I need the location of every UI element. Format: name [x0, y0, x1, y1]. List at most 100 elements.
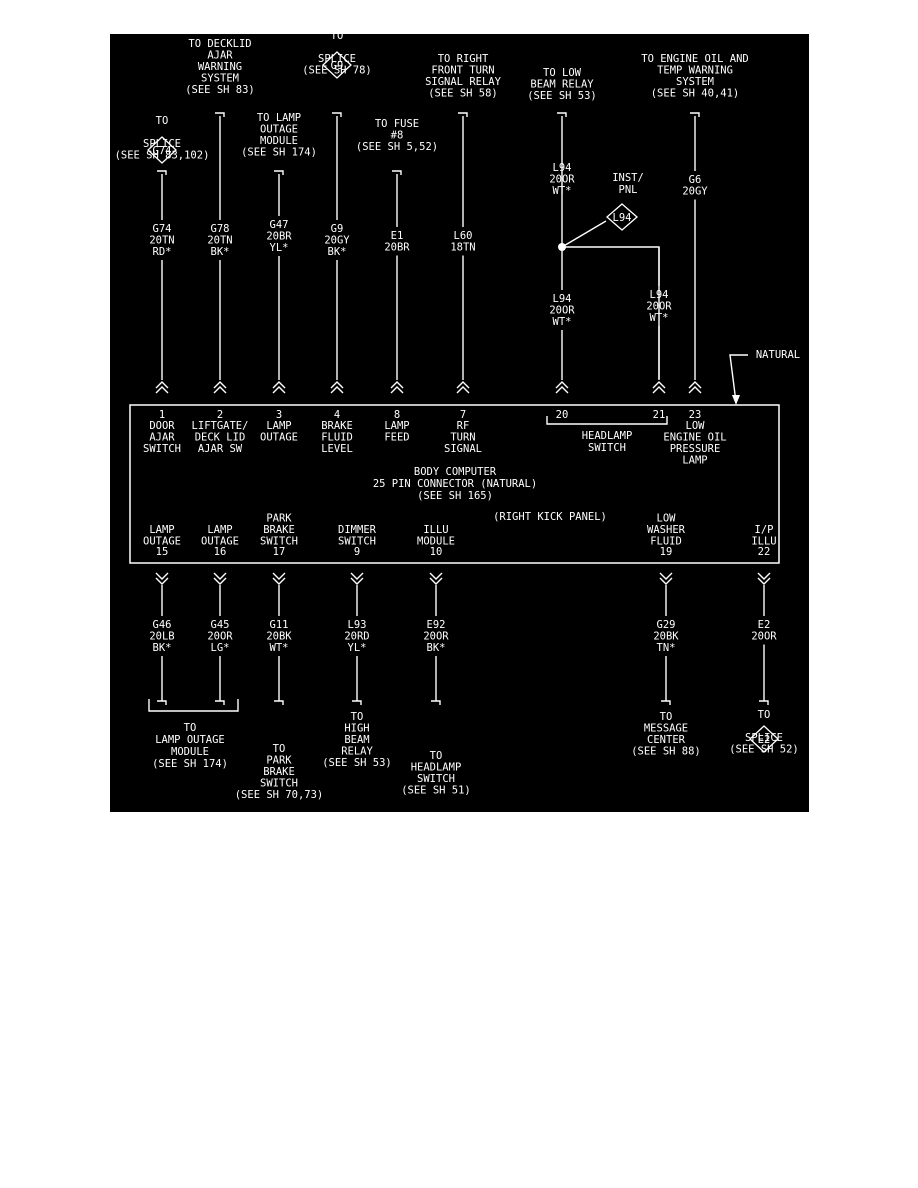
- pin-7-wire-label-2: 18TN: [450, 242, 475, 254]
- pin-9-number: 9: [354, 546, 360, 558]
- pin-3-hook: [274, 170, 284, 175]
- pin-21-chevron-b: [652, 386, 666, 394]
- pin-1-dest-4: (SEE SH 83,102): [115, 150, 210, 162]
- pin-10-wire-label-2: 20OR: [423, 631, 449, 643]
- pin-23-wire-label-2: 20GY: [682, 186, 708, 198]
- pin-4-wire-label-3: BK*: [328, 246, 347, 258]
- pin-1-chevron-b: [155, 386, 169, 394]
- pin-16-chevron-b: [213, 577, 227, 585]
- pin-10-dest-2: HEADLAMP: [411, 762, 462, 774]
- pin-16-hook: [215, 700, 225, 705]
- pin-22-hook: [759, 700, 769, 705]
- pin-22-chevron-b: [757, 577, 771, 585]
- pin-16-func-1: LAMP: [207, 524, 232, 536]
- inst-pnl-label-1: INST/: [612, 172, 644, 184]
- pin-4-hook: [332, 112, 342, 117]
- pin-17-wire-label-1: G11: [270, 619, 289, 631]
- pin-2-wire-label-3: BK*: [211, 246, 230, 258]
- pin-2-dest-5: (SEE SH 83): [185, 84, 255, 96]
- pin-20-wire-label-2: 20OR: [549, 305, 575, 317]
- pin-4-diamond-label: G9: [331, 60, 344, 72]
- pin-10-hook: [431, 700, 441, 705]
- pin-1-func-1: DOOR: [149, 420, 175, 432]
- pin-3-dest-3: MODULE: [260, 135, 298, 147]
- pin-9-dest-3: BEAM: [344, 734, 369, 746]
- pin-2-chevron-b: [213, 386, 227, 394]
- pin-2-func-3: AJAR SW: [198, 443, 243, 455]
- pin-8-number: 8: [394, 409, 400, 421]
- pin-20-upper-wire-label-3: WT*: [553, 185, 572, 197]
- pin-3-chevron-a: [272, 381, 286, 389]
- pin-16-wire-label-3: LG*: [211, 642, 230, 654]
- pin-15-chevron-b: [155, 577, 169, 585]
- natural-leader: [729, 354, 748, 403]
- headlamp-switch-label-2: SWITCH: [588, 442, 626, 454]
- pin-9-func-1: DIMMER: [338, 524, 377, 536]
- pin-2-hook: [215, 112, 225, 117]
- pin-4-func-3: LEVEL: [321, 443, 353, 455]
- pin-7-dest-4: (SEE SH 58): [428, 88, 498, 100]
- connector-location: (RIGHT KICK PANEL): [493, 511, 607, 523]
- connector-title-3: (SEE SH 165): [417, 490, 493, 502]
- pin-1-diamond: [147, 136, 177, 164]
- pin-19-number: 19: [660, 546, 673, 558]
- pin-3-wire-label-1: G47: [270, 219, 289, 231]
- pin-16-func-2: OUTAGE: [201, 536, 239, 548]
- pin-20-wire-label-3: WT*: [553, 316, 572, 328]
- pin-3-wire-label-2: 20BR: [266, 231, 292, 243]
- pin-17-wire-label-3: WT*: [270, 642, 289, 654]
- pin-15-wire-label-3: BK*: [153, 642, 172, 654]
- pin-4-wire-label-2: 20GY: [324, 235, 350, 247]
- pin-7-dest-3: SIGNAL RELAY: [425, 76, 502, 88]
- pin-3-chevron-b: [272, 386, 286, 394]
- pin-3-number: 3: [276, 409, 282, 421]
- pin-10-wire-label-1: E92: [427, 619, 446, 631]
- pin-19-wire-label-2: 20BK: [653, 631, 679, 643]
- pin-15-wire-label-2: 20LB: [149, 631, 174, 643]
- pin-8-wire-label-2: 20BR: [384, 242, 410, 254]
- pin-4-func-2: FLUID: [321, 432, 353, 444]
- pin-9-dest-5: (SEE SH 53): [322, 757, 392, 769]
- pin-15-func-1: LAMP: [149, 524, 174, 536]
- pin-19-chevron-a: [659, 572, 673, 580]
- pin-2-func-1: LIFTGATE/: [192, 420, 249, 432]
- pin-22-wire-label-2: 20OR: [751, 631, 777, 643]
- pin-15-func-2: OUTAGE: [143, 536, 181, 548]
- pin-1-wire-label-3: RD*: [153, 246, 172, 258]
- pin-17-dest-2: PARK: [266, 755, 292, 767]
- pin-8-chevron-a: [390, 381, 404, 389]
- pin-9-wire-label-2: 20RD: [344, 631, 369, 643]
- pin-20-dest-3: (SEE SH 53): [527, 90, 597, 102]
- pin-17-dest-3: BRAKE: [263, 766, 295, 778]
- lamp-outage-bracket: [148, 699, 239, 712]
- pin-4-number: 4: [334, 409, 340, 421]
- pin-10-dest-1: TO: [430, 750, 443, 762]
- pin-9-wire-label-3: YL*: [348, 642, 367, 654]
- pin-22-wire-label-1: E2: [758, 619, 771, 631]
- pin-19-wire-label-1: G29: [657, 619, 676, 631]
- pin-23-func-4: LAMP: [682, 455, 707, 467]
- pin-10-dest-4: (SEE SH 51): [401, 785, 471, 797]
- pin-3-dest-1: TO LAMP: [257, 112, 301, 124]
- pin-17-dest-5: (SEE SH 70,73): [235, 789, 324, 801]
- pin-20-upper-wire-label-2: 20OR: [549, 174, 575, 186]
- wiring-diagram: BODY COMPUTER 25 PIN CONNECTOR (NATURAL)…: [110, 30, 809, 812]
- pin-20-dest-1: TO LOW: [543, 67, 582, 79]
- pin-15-hook: [157, 700, 167, 705]
- pin-8-hook: [392, 170, 402, 175]
- pin-9-hook: [352, 700, 362, 705]
- pin-10-chevron-b: [429, 577, 443, 585]
- pin-21-wire-label-3: WT*: [650, 312, 669, 324]
- pin-21-number: 21: [653, 409, 666, 421]
- pin-20-upper-wire-label-1: L94: [553, 162, 572, 174]
- pin-4-diamond: [322, 51, 352, 79]
- pin-4-dest-1: TO: [331, 34, 344, 42]
- lamp-outage-dest-3: MODULE: [171, 746, 209, 758]
- pin-10-func-1: ILLU: [423, 524, 448, 536]
- pin-23-dest-3: SYSTEM: [676, 76, 714, 88]
- pin-23-dest-4: (SEE SH 40,41): [651, 88, 740, 100]
- pin-9-func-2: SWITCH: [338, 536, 376, 548]
- pin-15-number: 15: [156, 546, 169, 558]
- pin-7-dest-1: TO RIGHT: [438, 53, 489, 65]
- pin-4-func-1: BRAKE: [321, 420, 353, 432]
